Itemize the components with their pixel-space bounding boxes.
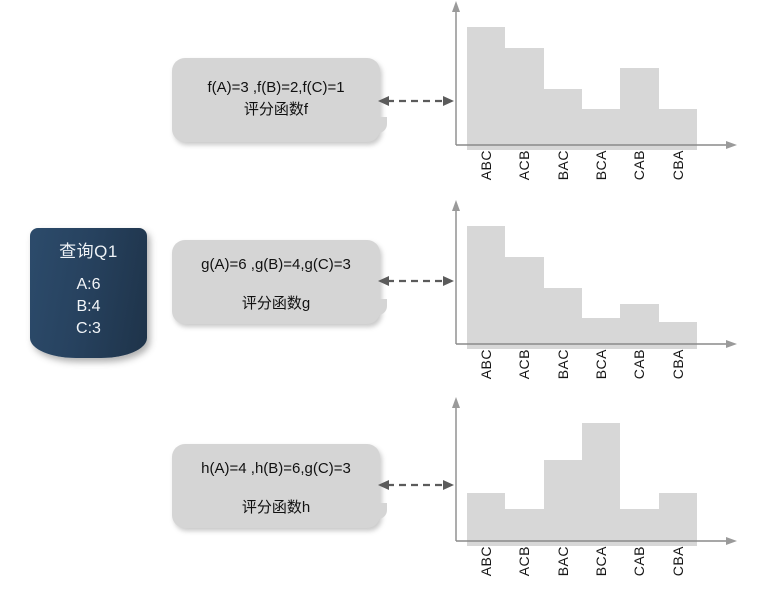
query-row-b: B:4	[76, 298, 101, 315]
query-row-a: A:6	[76, 276, 101, 293]
callout-scoring-function-h: h(A)=4 ,h(B)=6,g(C)=3 评分函数h	[172, 444, 387, 528]
bar-cba	[658, 322, 697, 349]
bar-bac	[543, 460, 582, 546]
bar-abc	[467, 492, 506, 546]
x-tick-labels-f: ABC ACB BAC BCA CAB CBA	[467, 150, 697, 196]
bar-cba	[658, 492, 697, 546]
callout-tail-icon	[371, 299, 387, 315]
tick-bca: BCA	[593, 150, 610, 181]
tick-cba: CBA	[669, 349, 686, 380]
tick-cab: CAB	[631, 150, 648, 181]
bar-cab	[620, 68, 659, 150]
query-row-c: C:3	[76, 320, 101, 337]
bar-bac	[543, 88, 582, 150]
plot-area-f	[456, 0, 746, 150]
bar-acb	[505, 257, 544, 349]
callout-h-formula: h(A)=4 ,h(B)=6,g(C)=3	[201, 460, 351, 477]
callout-f-formula: f(A)=3 ,f(B)=2,f(C)=1	[207, 79, 345, 96]
callout-scoring-function-f: f(A)=3 ,f(B)=2,f(C)=1 评分函数f	[172, 58, 387, 142]
callout-h-caption: 评分函数h	[241, 499, 311, 516]
tick-bca: BCA	[593, 349, 610, 380]
tick-abc: ABC	[478, 150, 495, 181]
tick-cba: CBA	[669, 546, 686, 577]
tick-abc: ABC	[478, 546, 495, 577]
connector-arrow-f-icon	[378, 96, 454, 106]
bar-bca	[581, 318, 621, 349]
bar-acb	[505, 47, 544, 150]
tick-cab: CAB	[631, 349, 648, 380]
bars-f	[467, 7, 697, 150]
x-tick-labels-h: ABC ACB BAC BCA CAB CBA	[467, 546, 697, 592]
bar-bac	[543, 287, 582, 349]
bar-acb	[505, 509, 544, 546]
tick-bac: BAC	[554, 150, 571, 181]
bar-abc	[467, 226, 506, 349]
bar-cba	[658, 109, 697, 150]
callout-scoring-function-g: g(A)=6 ,g(B)=4,g(C)=3 评分函数g	[172, 240, 387, 324]
tick-cab: CAB	[631, 546, 648, 577]
bar-cab	[620, 509, 659, 546]
tick-acb: ACB	[516, 546, 533, 577]
plot-area-g	[456, 199, 746, 349]
bar-chart-h: ABC ACB BAC BCA CAB CBA	[445, 396, 745, 592]
query-rows: A:6 B:4 C:3	[30, 274, 147, 340]
connector-arrow-h-icon	[378, 480, 454, 490]
tick-bac: BAC	[554, 349, 571, 380]
callout-g-caption: 评分函数g	[241, 295, 311, 312]
callout-g-formula: g(A)=6 ,g(B)=4,g(C)=3	[201, 256, 351, 273]
connector-arrow-g-icon	[378, 276, 454, 286]
tick-bca: BCA	[593, 546, 610, 577]
bar-cab	[620, 304, 659, 349]
plot-area-h	[456, 396, 746, 546]
bars-h	[467, 403, 697, 546]
x-tick-labels-g: ABC ACB BAC BCA CAB CBA	[467, 349, 697, 395]
bar-chart-g: ABC ACB BAC BCA CAB CBA	[445, 199, 745, 395]
bar-bca	[581, 423, 621, 546]
query-title: 查询Q1	[59, 242, 118, 261]
bars-g	[467, 206, 697, 349]
callout-tail-icon	[371, 503, 387, 519]
tick-abc: ABC	[478, 349, 495, 380]
tick-bac: BAC	[554, 546, 571, 577]
tick-acb: ACB	[516, 150, 533, 181]
query-database-cylinder: 查询Q1 A:6 B:4 C:3	[30, 228, 147, 358]
tick-acb: ACB	[516, 349, 533, 380]
bar-abc	[467, 27, 506, 150]
bar-chart-f: ABC ACB BAC BCA CAB CBA	[445, 0, 745, 196]
callout-f-caption: 评分函数f	[243, 101, 309, 118]
tick-cba: CBA	[669, 150, 686, 181]
bar-bca	[581, 109, 621, 150]
callout-tail-icon	[371, 117, 387, 133]
